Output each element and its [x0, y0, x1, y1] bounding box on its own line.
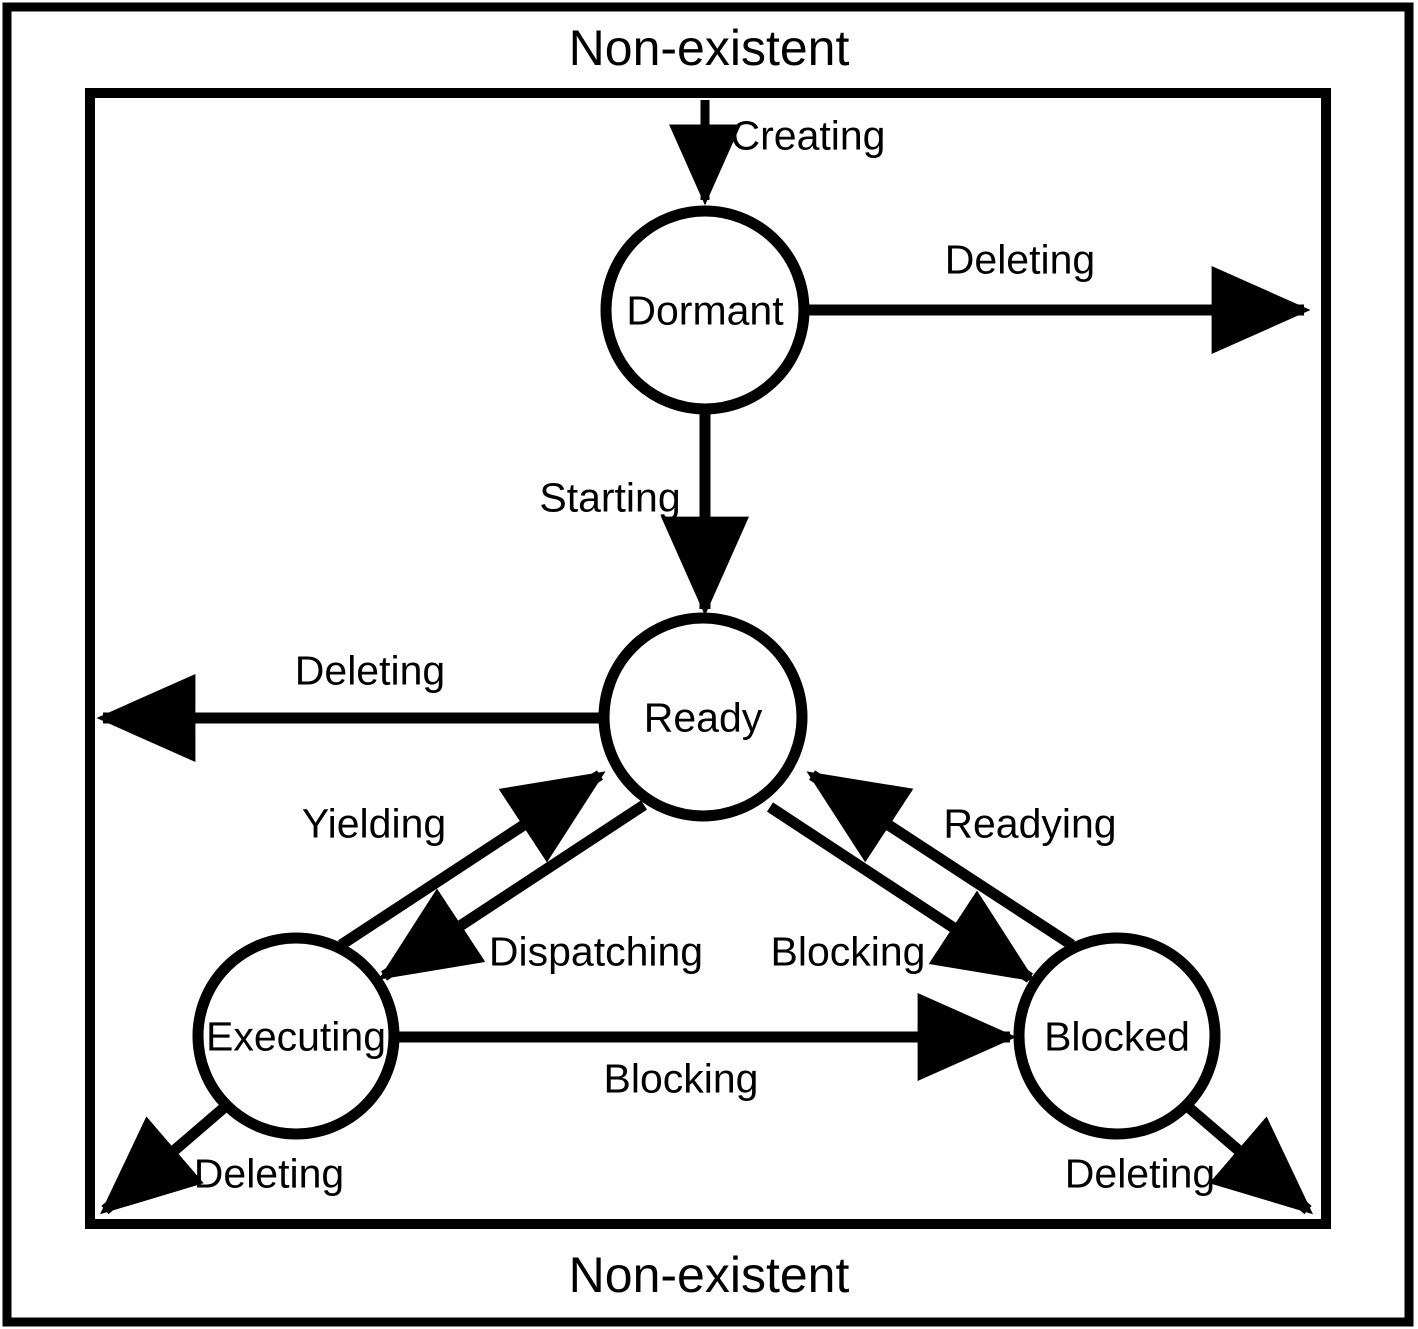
- transition-label-readying: Readying: [943, 800, 1117, 847]
- transition-label-deleting-exec: Deleting: [193, 1150, 345, 1197]
- state-node-executing[interactable]: [192, 932, 400, 1140]
- transition-label-blocking-exec: Blocking: [603, 1055, 759, 1102]
- transition-arrow-dispatching: [378, 800, 648, 981]
- state-label-blocked: Blocked: [1044, 1013, 1190, 1060]
- state-node-ready[interactable]: [598, 612, 808, 822]
- non-existent-label-top: Non-existent: [568, 20, 850, 76]
- inner-frame: [85, 88, 1331, 1229]
- state-node-blocked[interactable]: [1013, 932, 1221, 1140]
- state-label-dormant: Dormant: [626, 287, 784, 334]
- non-existent-label-bottom: Non-existent: [568, 1247, 850, 1303]
- transition-arrow-deleting-exec: [99, 1101, 230, 1215]
- transition-label-deleting-ready: Deleting: [294, 647, 446, 694]
- state-label-executing: Executing: [205, 1013, 387, 1060]
- transition-label-deleting-dormant: Deleting: [944, 236, 1096, 283]
- transition-label-yielding: Yielding: [301, 800, 447, 847]
- transition-label-creating: Creating: [730, 112, 886, 159]
- state-label-ready: Ready: [643, 694, 763, 741]
- transition-arrow-readying: [806, 770, 1076, 950]
- transition-label-deleting-blocked: Deleting: [1064, 1150, 1216, 1197]
- transition-label-blocking-ready: Blocking: [770, 928, 926, 975]
- transition-arrow-deleting-blocked: [1183, 1101, 1314, 1215]
- transition-label-dispatching: Dispatching: [488, 928, 704, 975]
- state-node-dormant[interactable]: [600, 205, 810, 415]
- transition-label-starting: Starting: [539, 474, 681, 521]
